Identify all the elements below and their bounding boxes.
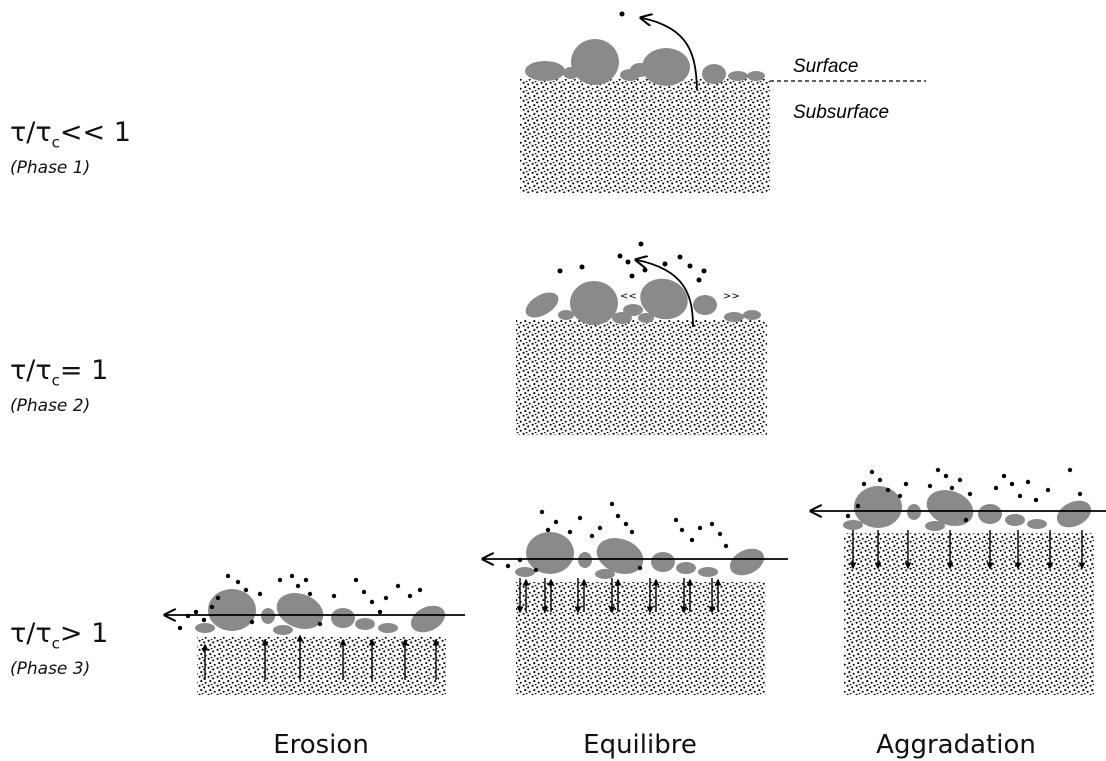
ratio-relation: > 1 (59, 618, 109, 649)
subsurface-gravel (844, 533, 1094, 695)
suspended-particles (505, 501, 729, 573)
phase-3-name: (Phase 3) (10, 659, 91, 680)
aggradation-bed (812, 467, 1106, 695)
subsurface-gravel (520, 79, 770, 193)
entrainment-arrow (642, 18, 698, 91)
ratio-symbol: τ/τ (10, 618, 52, 649)
subsurface-gravel (516, 582, 766, 695)
column-label-aggradation: Aggradation (876, 730, 1036, 760)
phase-2-ratio: τ/τc= 1 (10, 356, 108, 395)
ratio-relation: << 1 (59, 117, 131, 148)
ratio-subscript: c (51, 133, 60, 152)
suspended-particles (845, 467, 1083, 523)
column-label-equilibre: Equilibre (583, 730, 697, 760)
entrainment-arrow (637, 260, 694, 328)
phase-3-ratio: τ/τc> 1 (10, 619, 108, 658)
erosion-bed (166, 573, 465, 695)
ratio-relation: = 1 (59, 355, 109, 386)
surface-grains (515, 532, 765, 579)
phase-3-label: τ/τc> 1 (Phase 3) (10, 619, 108, 680)
subsurface-label: Subsurface (793, 102, 889, 123)
surface-label: Surface (793, 56, 858, 77)
subsurface-gravel (516, 320, 767, 435)
surface-grains (525, 278, 761, 325)
surface-grains (195, 589, 446, 635)
phase-1-ratio: τ/τc<< 1 (10, 118, 131, 157)
phase-2-label: τ/τc= 1 (Phase 2) (10, 356, 108, 417)
ratio-symbol: τ/τ (10, 355, 52, 386)
entrained-particle (619, 11, 625, 17)
phase-2-name: (Phase 2) (10, 396, 91, 417)
phase-2-bed: << >> (516, 241, 767, 435)
upward-flux-arrows (201, 634, 440, 680)
subsurface-gravel (197, 637, 446, 695)
surface-grains (525, 39, 765, 86)
suspended-particles (557, 241, 707, 283)
phase-1-bed: Surface Subsurface (520, 11, 926, 193)
phase-1-label: τ/τc<< 1 (Phase 1) (10, 118, 131, 179)
phase-1-name: (Phase 1) (10, 158, 91, 179)
right-motion-marker: >> (723, 291, 740, 302)
downward-flux-arrows (849, 530, 1086, 570)
suspended-particles (177, 573, 423, 631)
ratio-subscript: c (51, 634, 60, 653)
column-label-erosion: Erosion (273, 730, 369, 760)
surface-grains (843, 486, 1092, 531)
ratio-symbol: τ/τ (10, 117, 52, 148)
left-motion-marker: << (620, 291, 637, 302)
equilibre-bed (484, 501, 788, 695)
exchange-flux-arrows (516, 578, 722, 614)
ratio-subscript: c (51, 371, 60, 390)
